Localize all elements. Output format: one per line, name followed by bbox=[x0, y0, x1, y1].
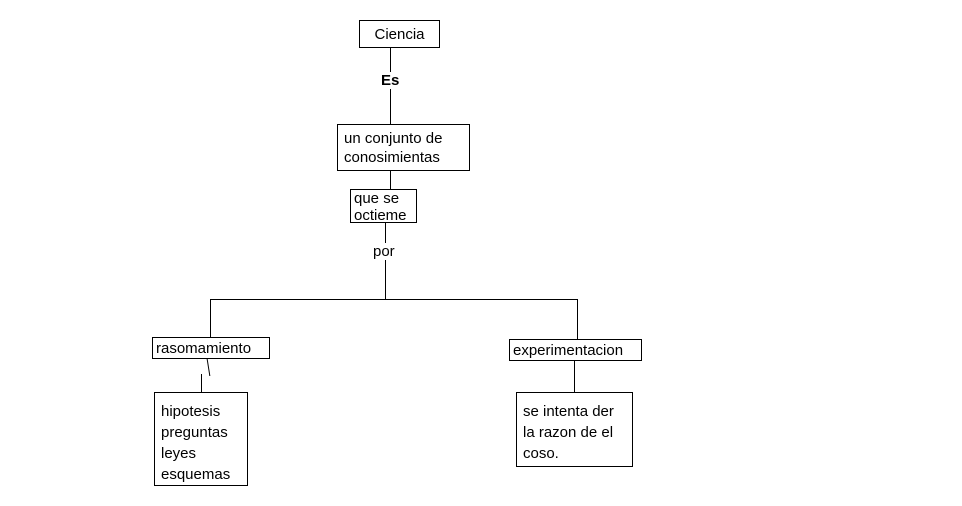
connector-rasomamiento-to-lista-lower bbox=[201, 374, 202, 392]
node-experimentacion[interactable]: experimentacion bbox=[509, 339, 642, 361]
link-label-es: Es bbox=[378, 72, 403, 89]
connector-experimentacion-to-razon bbox=[574, 361, 575, 392]
connector-rasomamiento-to-lista bbox=[206, 359, 211, 376]
node-un-conjunto-de-conosimientas[interactable]: un conjunto de conosimientas bbox=[337, 124, 470, 171]
connector-conjunto-to-quese bbox=[390, 171, 391, 189]
branch-bar-horizontal bbox=[210, 299, 578, 300]
branch-drop-right bbox=[577, 299, 578, 339]
link-label-por: por bbox=[370, 243, 398, 260]
connector-quese-to-branch bbox=[385, 223, 386, 299]
node-hipotesis-preguntas-leyes-esquemas[interactable]: hipotesis preguntas leyes esquemas bbox=[154, 392, 248, 486]
node-que-se-octieme[interactable]: que se octieme bbox=[350, 189, 417, 224]
branch-drop-left bbox=[210, 299, 211, 337]
node-se-intenta-der-la-razon-de-el-coso[interactable]: se intenta der la razon de el coso. bbox=[516, 392, 633, 467]
node-rasomamiento[interactable]: rasomamiento bbox=[152, 337, 270, 359]
node-ciencia[interactable]: Ciencia bbox=[359, 20, 440, 48]
